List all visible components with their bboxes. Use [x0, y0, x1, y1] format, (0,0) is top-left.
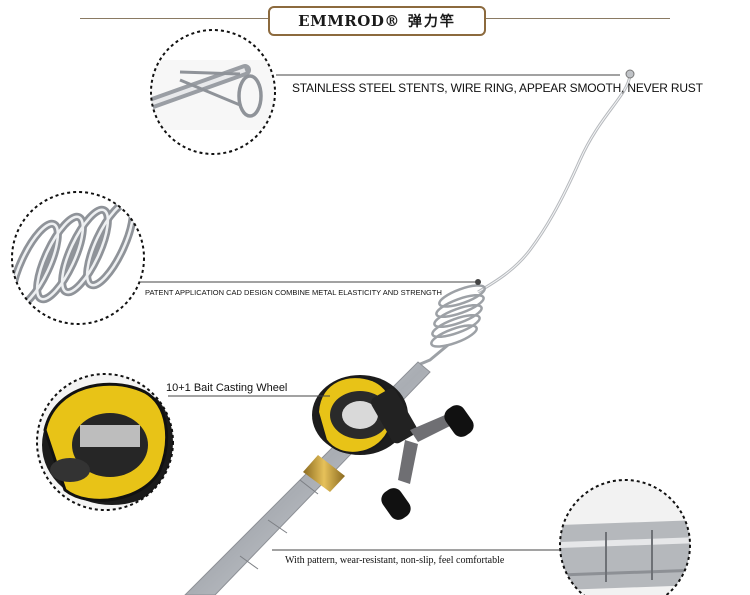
detail-handle-texture	[559, 479, 691, 595]
brand-name-cn: 弹力竿	[407, 14, 456, 30]
callout-stainless-stents: STAINLESS STEEL STENTS, WIRE RING, APPEA…	[292, 81, 703, 95]
brand-badge: EMMROD® 弹力竿	[268, 6, 486, 36]
rod-spring-coil	[417, 284, 486, 367]
rod-tip-wire	[477, 69, 635, 294]
detail-stainless-guide	[150, 29, 276, 155]
callout-handle-pattern: With pattern, wear-resistant, non-slip, …	[285, 555, 505, 566]
callout-spring-design: PATENT APPLICATION CAD DESIGN COMBINE ME…	[145, 288, 442, 297]
callout-bait-casting-wheel: 10+1 Bait Casting Wheel	[166, 382, 288, 394]
detail-spring	[11, 191, 145, 325]
tip-ring-icon	[625, 69, 635, 79]
brand-name-en: EMMROD®	[298, 12, 400, 30]
bait-casting-reel	[312, 375, 474, 520]
detail-reel	[36, 373, 174, 511]
